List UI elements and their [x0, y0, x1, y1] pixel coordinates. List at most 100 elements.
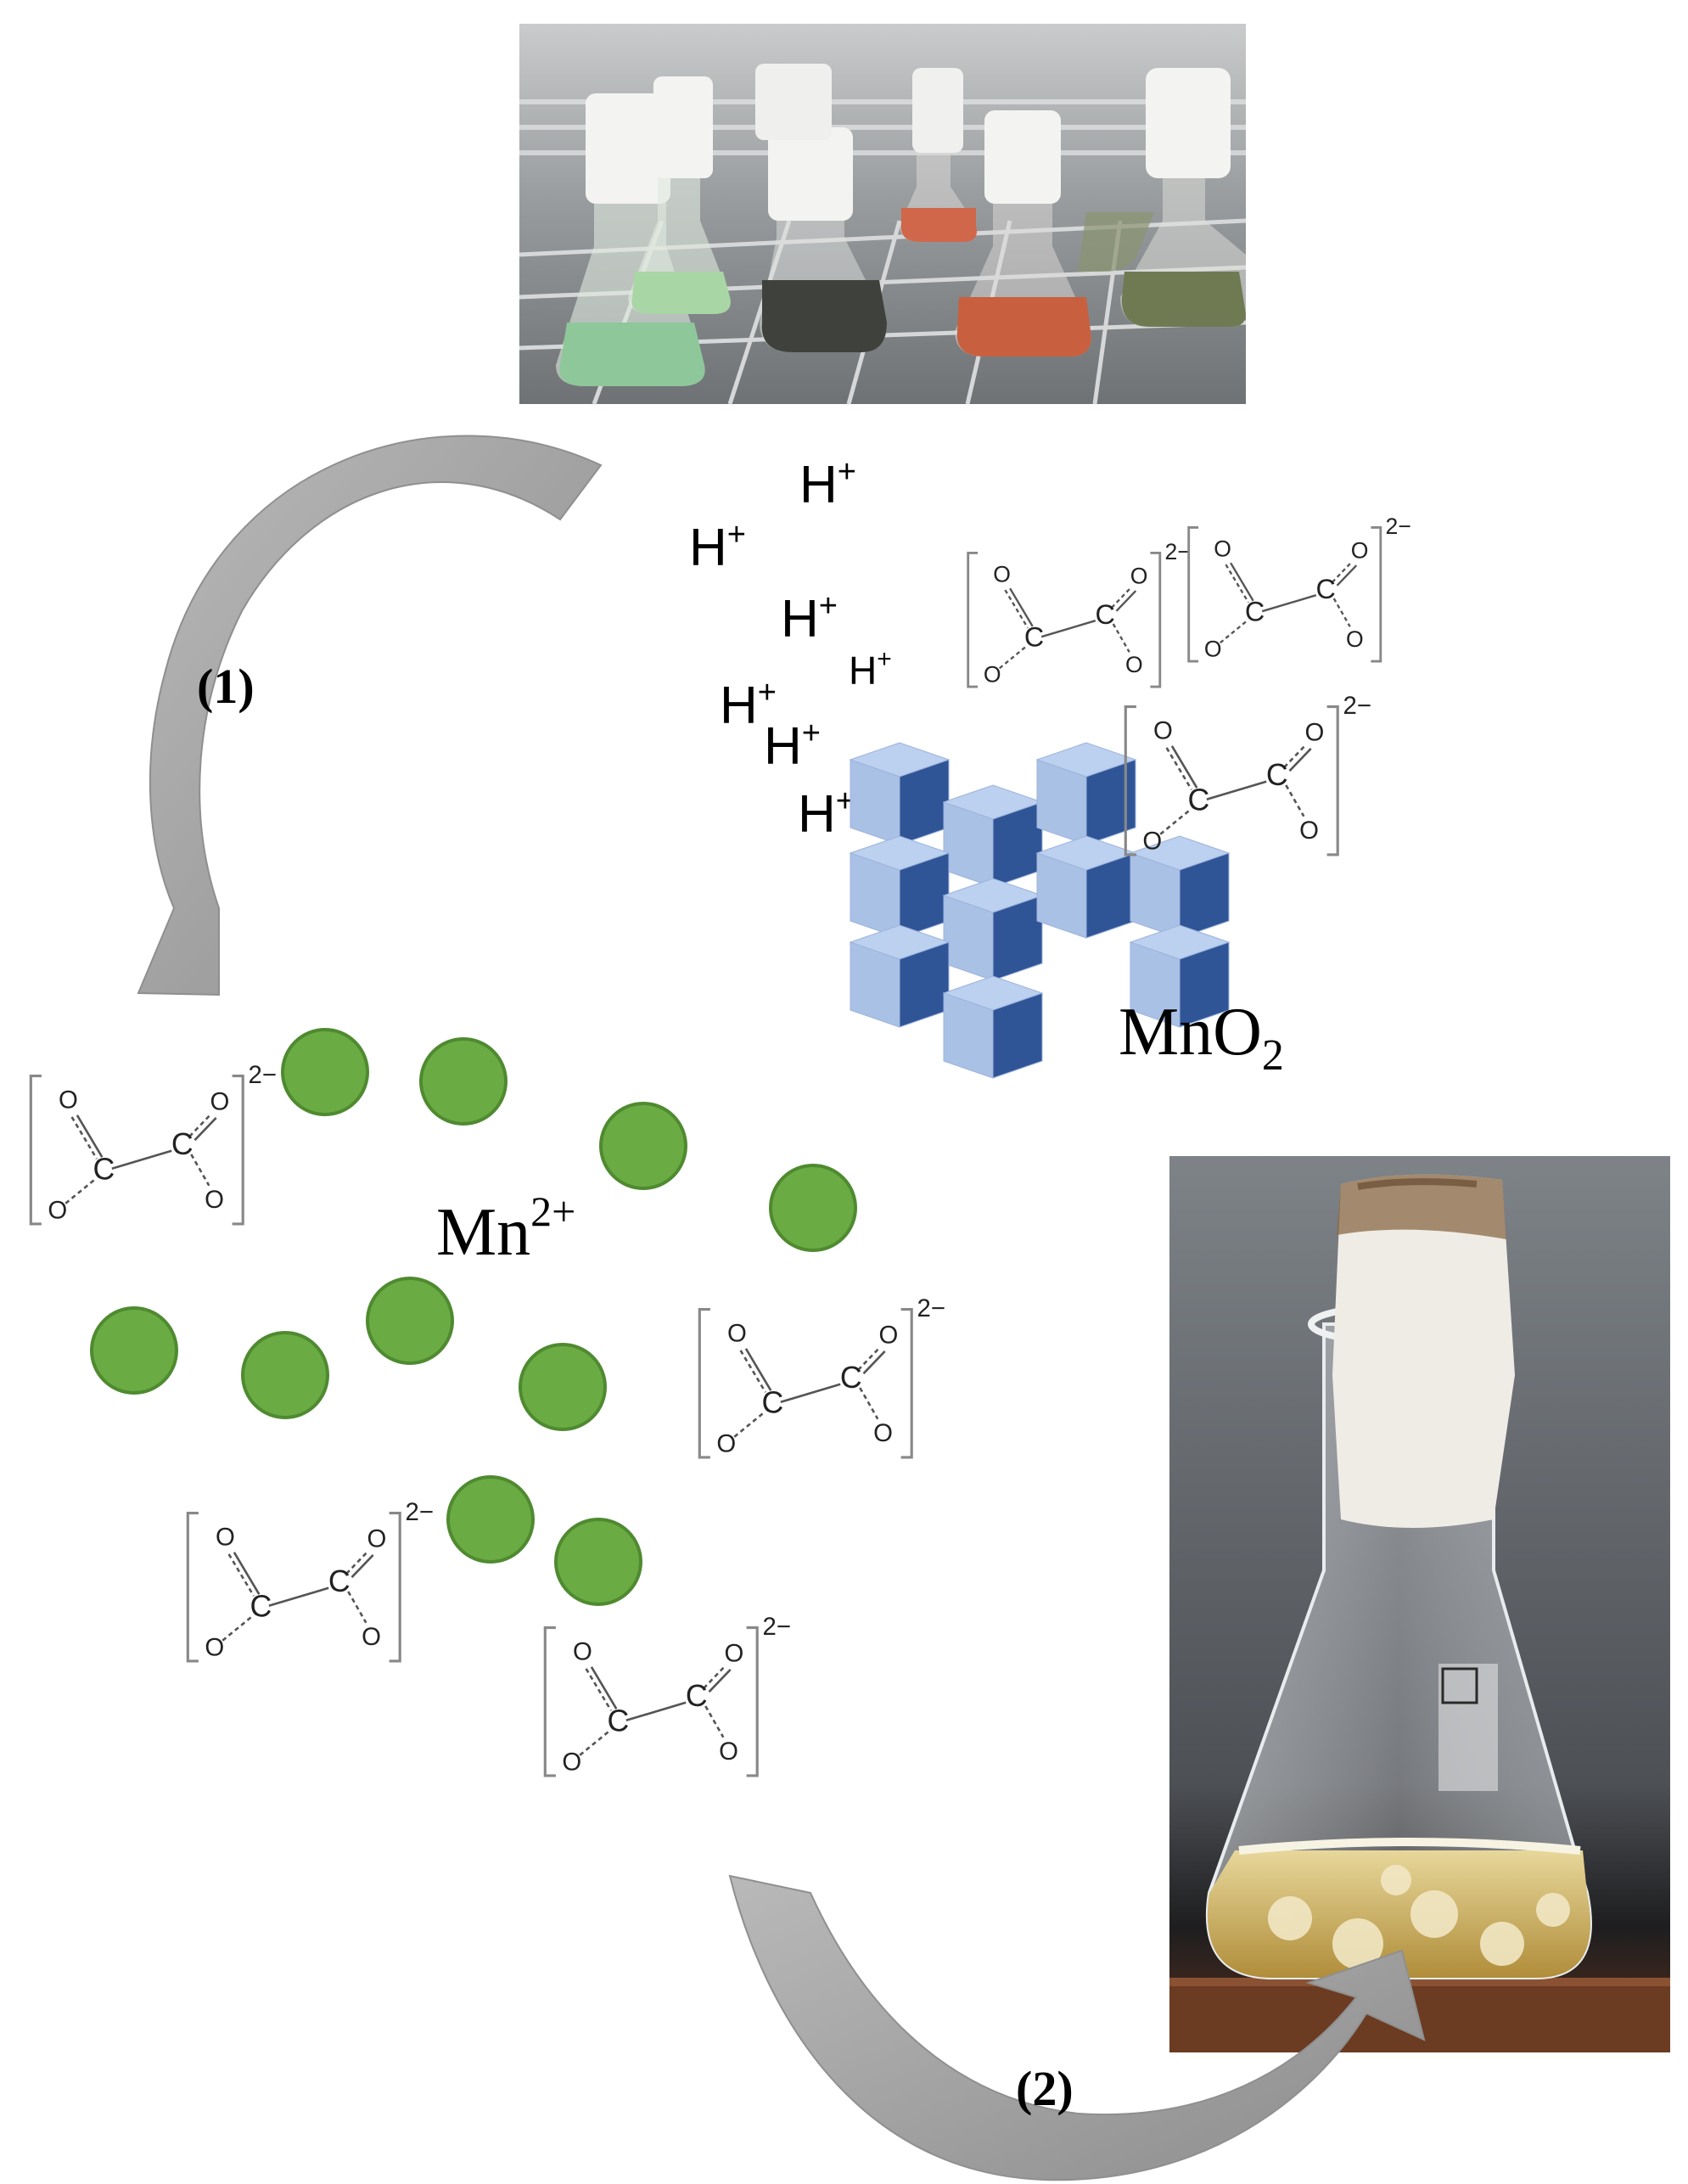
oxalate-charge: 2−: [1343, 692, 1372, 720]
oxygen-atom: O: [1125, 652, 1143, 677]
mn-ion-particle: [241, 1331, 329, 1419]
bond: [64, 1178, 96, 1204]
flask-olive: [1078, 68, 1246, 327]
bond: [703, 1665, 726, 1689]
proton: H+: [798, 783, 855, 844]
bond: [780, 1383, 841, 1404]
bracket: [1371, 525, 1382, 663]
bond: [625, 1701, 687, 1722]
bond: [111, 1149, 172, 1171]
oxygen-atom: O: [984, 661, 1001, 687]
bond: [1219, 620, 1248, 644]
bond: [862, 1350, 886, 1375]
bracket: [232, 1075, 244, 1226]
bond: [268, 1586, 329, 1608]
carbon-atom: C: [171, 1127, 193, 1161]
mn-ion-particle: [599, 1102, 687, 1190]
bracket: [746, 1626, 759, 1777]
oxygen-atom: O: [1153, 716, 1173, 744]
bond: [1170, 745, 1198, 789]
bond: [708, 1669, 732, 1693]
bond: [733, 1412, 765, 1438]
bond: [1115, 590, 1137, 612]
bond: [704, 1705, 725, 1738]
bond: [859, 1387, 879, 1420]
crystal-face: [992, 895, 1043, 981]
mn-ion-particle: [519, 1343, 607, 1431]
oxygen-atom: O: [573, 1637, 592, 1665]
oxygen-atom: O: [59, 1086, 78, 1114]
bond: [590, 1666, 618, 1710]
carbon-atom: C: [608, 1704, 630, 1738]
bond: [1225, 564, 1250, 604]
bond: [345, 1550, 369, 1575]
bracket: [1326, 705, 1339, 856]
bracket: [186, 1512, 199, 1663]
step-1-label: (1): [197, 659, 255, 714]
oxalate-charge: 2−: [406, 1498, 435, 1526]
proton: H+: [781, 588, 838, 648]
proton: H+: [764, 716, 821, 776]
oxalate-charge: 2−: [917, 1294, 946, 1322]
bond: [1159, 809, 1191, 835]
bond: [857, 1346, 881, 1371]
bond: [1004, 589, 1029, 629]
bond: [998, 645, 1027, 670]
proton-group: H+ H+ H+ H+ H+ H+ H+: [689, 454, 892, 844]
bond: [193, 1117, 217, 1142]
bond: [1206, 780, 1267, 801]
flask-red-2: [955, 110, 1091, 357]
arrow-step-1: [137, 435, 603, 997]
bracket: [1124, 705, 1136, 856]
bond: [1112, 623, 1130, 653]
oxygen-atom: O: [362, 1623, 381, 1651]
flask-dark: [755, 64, 887, 352]
proton: H+: [849, 645, 892, 693]
oxygen-atom: O: [216, 1523, 235, 1551]
bond: [1165, 747, 1193, 790]
carbon-atom: C: [1316, 574, 1336, 604]
mn-ion-particle: [769, 1164, 857, 1252]
step-2-label: (2): [1016, 2061, 1074, 2116]
oxalate-charge: 2−: [763, 1613, 792, 1641]
oxalate-charge: 2−: [1386, 514, 1411, 539]
crystal-face: [992, 992, 1043, 1079]
oxygen-atom: O: [1142, 828, 1162, 856]
oxygen-atom: O: [1304, 719, 1324, 747]
crystal-face: [1085, 759, 1136, 845]
bond: [1261, 594, 1317, 613]
bond: [1336, 564, 1358, 587]
carbon-atom: C: [250, 1589, 272, 1623]
bond: [1009, 587, 1034, 627]
carbon-atom: C: [1188, 783, 1210, 817]
oxygen-atom: O: [1204, 636, 1222, 661]
bottom-photo: [1169, 1156, 1670, 2052]
mn-ion-particle: [281, 1028, 369, 1116]
oxygen-atom: O: [719, 1738, 738, 1766]
arrow-step-2: [728, 1874, 1426, 2181]
fungal-pellets: [1268, 1865, 1570, 1969]
oxygen-atom: O: [993, 562, 1011, 587]
mn-ion-particle: [446, 1475, 535, 1564]
oxygen-atom: O: [873, 1419, 893, 1447]
oxygen-atom: O: [724, 1640, 743, 1668]
mn-ion-particle: [554, 1518, 642, 1606]
bracket: [698, 1308, 710, 1459]
oxalate-charge: 2−: [1165, 539, 1191, 564]
crystal-face: [1179, 852, 1230, 939]
bond: [1283, 744, 1307, 768]
oxygen-atom: O: [716, 1430, 736, 1458]
bond: [1230, 562, 1254, 602]
cotton-plug: [1332, 1174, 1515, 1528]
proton: H+: [720, 675, 777, 735]
bracket: [389, 1512, 401, 1663]
crystal-face: [1179, 941, 1230, 1028]
mn-particles: [90, 1028, 857, 1606]
mn-ion-particle: [366, 1277, 454, 1365]
